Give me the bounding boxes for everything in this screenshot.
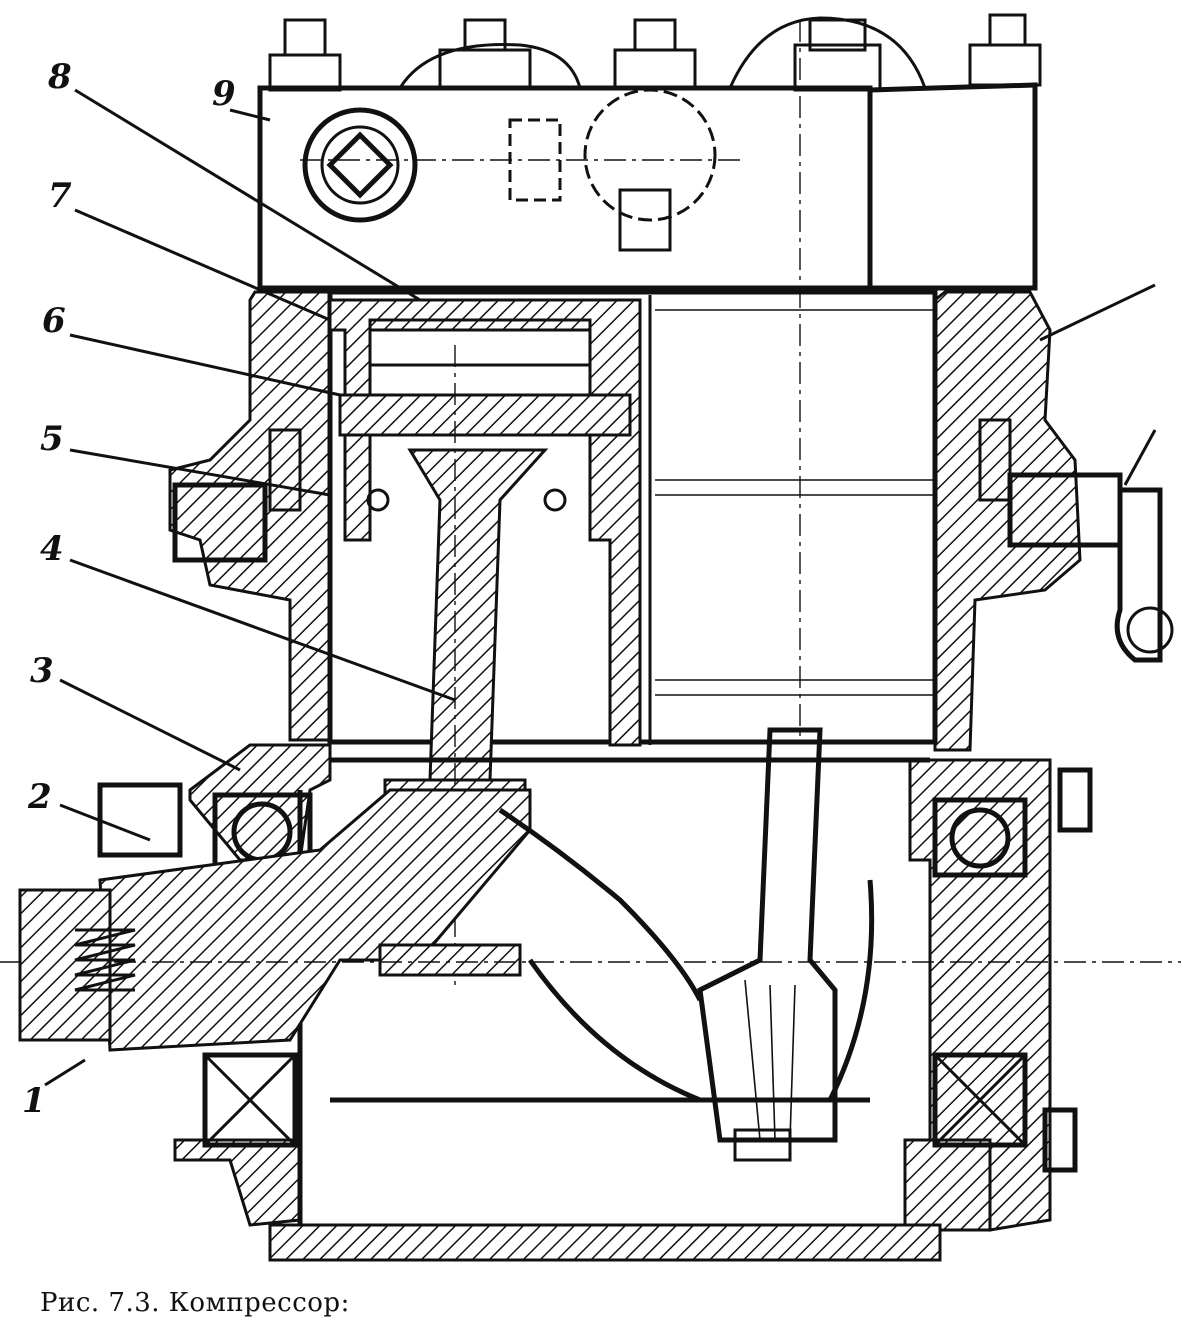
figure-caption: Рис. 7.3. Компрессор: — [40, 1288, 350, 1318]
piston — [328, 298, 642, 747]
crankshaft — [0, 788, 1181, 1103]
compressor-cross-section: 8 9 7 6 5 4 3 2 1 — [0, 13, 1181, 1262]
outlet-fitting — [1007, 472, 1174, 663]
label-1: 1 — [22, 1081, 46, 1121]
label-2: 2 — [27, 777, 52, 817]
label-5: 5 — [40, 419, 64, 459]
label-7: 7 — [48, 176, 72, 216]
label-6: 6 — [42, 301, 66, 341]
label-4: 4 — [40, 529, 64, 569]
cylinder-head — [257, 13, 1042, 291]
connecting-rod-2 — [697, 727, 838, 1162]
label-3: 3 — [30, 651, 54, 691]
leader-lines — [44, 88, 1157, 1087]
label-8: 8 — [47, 57, 72, 97]
label-9: 9 — [212, 74, 236, 114]
